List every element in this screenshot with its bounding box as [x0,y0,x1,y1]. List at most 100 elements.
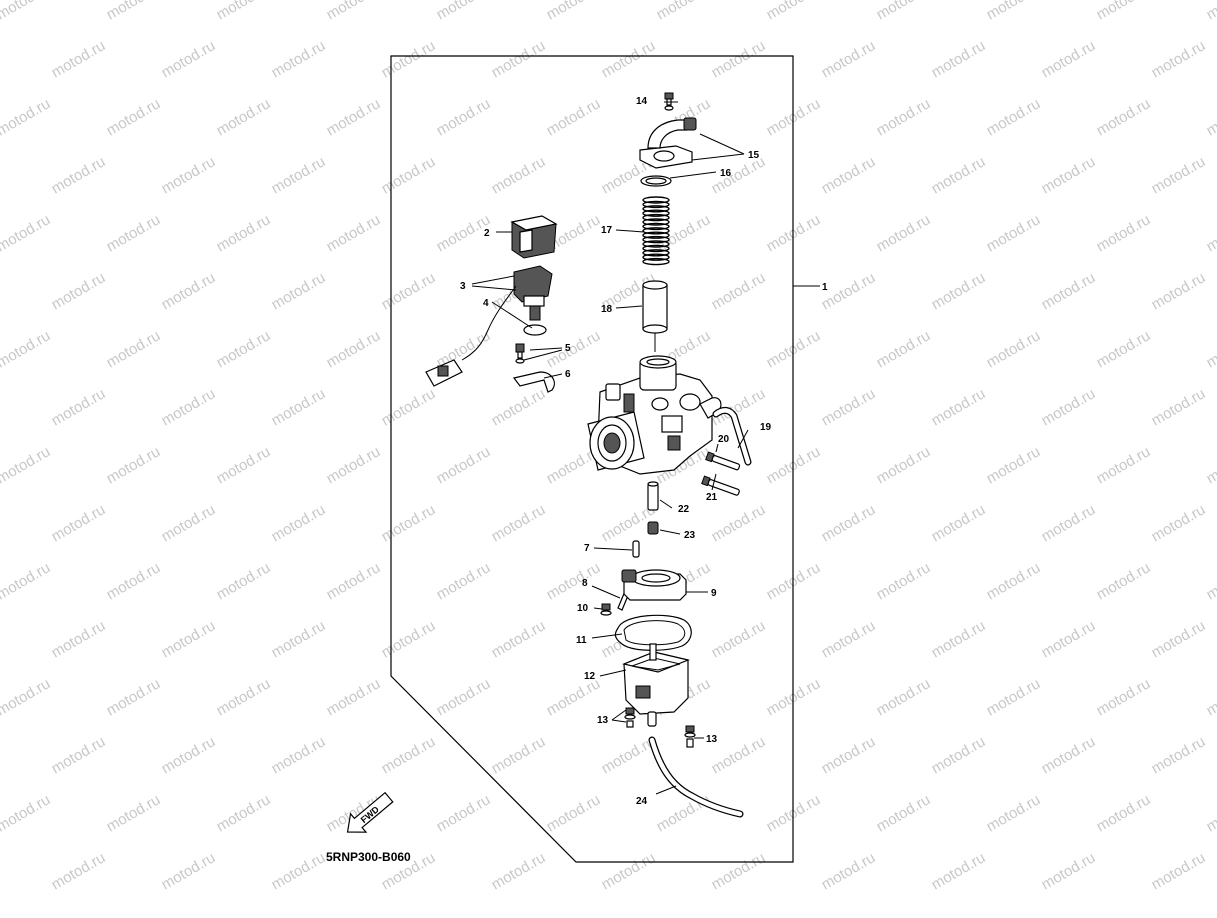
watermark-text: motod.ru [49,733,109,777]
watermark-text: motod.ru [709,617,769,661]
watermark-text: motod.ru [49,269,109,313]
watermark-text: motod.ru [159,733,219,777]
watermark-text: motod.ru [1149,153,1209,197]
callout-5: 5 [565,343,571,354]
watermark-text: motod.ru [1039,269,1099,313]
watermark-text: motod.ru [1149,733,1209,777]
callout-23: 23 [684,530,696,541]
watermark-text: motod.ru [929,37,989,81]
watermark-text: motod.ru [434,0,494,23]
watermark-text: motod.ru [379,733,439,777]
watermark-text: motod.ru [104,95,164,139]
watermark-text: motod.ru [379,269,439,313]
watermark-text: motod.ru [709,269,769,313]
watermark-text: motod.ru [49,849,109,893]
watermark-text: motod.ru [489,501,549,545]
callout-9: 9 [711,588,717,599]
callout-13-left: 13 [597,715,609,726]
watermark-text: motod.ru [324,0,384,23]
watermark-text: motod.ru [214,443,274,487]
watermark-text: motod.ru [874,443,934,487]
watermark-text: motod.ru [159,617,219,661]
watermark-text: motod.ru [874,95,934,139]
part-18-throttle-valve [643,281,667,352]
watermark-text: motod.ru [214,211,274,255]
watermark-text: motod.ru [269,849,329,893]
part-9-float [622,570,686,600]
watermark-text: motod.ru [709,37,769,81]
watermark-text: motod.ru [489,617,549,661]
watermark-text: motod.ru [324,443,384,487]
watermark-text: motod.ru [874,791,934,835]
watermark-text: motod.ru [489,849,549,893]
watermark-text: motod.ru [324,327,384,371]
callout-14: 14 [636,96,648,107]
watermark-text: motod.ru [874,559,934,603]
watermark-text: motod.ru [1204,211,1217,255]
watermark-text: motod.ru [1039,733,1099,777]
watermark-text: motod.ru [269,37,329,81]
part-13-screw-left [625,708,635,727]
part-22-needle-jet [648,482,658,510]
watermark-text: motod.ru [709,733,769,777]
watermark-text: motod.ru [0,211,53,255]
watermark-text: motod.ru [984,0,1044,23]
watermark-text: motod.ru [269,501,329,545]
watermark-text: motod.ru [434,443,494,487]
watermark-text: motod.ru [0,443,53,487]
watermark-text: motod.ru [1204,95,1217,139]
watermark-text: motod.ru [0,95,53,139]
watermark-text: motod.ru [104,675,164,719]
watermark-text: motod.ru [214,675,274,719]
part-17-spring [643,197,669,265]
watermark-text: motod.ru [104,0,164,23]
watermark-text: motod.ru [434,675,494,719]
part-5-screws [516,344,524,363]
watermark-text: motod.ru [1204,791,1217,835]
watermark-text: motod.ru [269,617,329,661]
part-15-cap [640,118,696,168]
watermark-text: motod.ru [984,791,1044,835]
diagram-code: 5RNP300-B060 [326,850,411,864]
watermark-text: motod.ru [709,501,769,545]
watermark-text: motod.ru [104,791,164,835]
watermark-text: motod.ru [49,153,109,197]
callout-1: 1 [822,282,828,293]
part-23-main-jet [648,522,658,534]
watermark-text: motod.ru [929,733,989,777]
watermark-text: motod.ru [269,385,329,429]
watermark-text: motod.ru [1094,95,1154,139]
watermark-text: motod.ru [379,153,439,197]
watermark-text: motod.ru [1204,443,1217,487]
watermark-text: motod.ru [379,385,439,429]
watermark-text: motod.ru [709,153,769,197]
watermark-text: motod.ru [764,0,824,23]
watermark-text: motod.ru [1204,0,1217,23]
watermark-text: motod.ru [929,269,989,313]
watermark-text: motod.ru [49,385,109,429]
watermark-text: motod.ru [1039,617,1099,661]
callout-2: 2 [484,228,490,239]
watermark-text: motod.ru [1094,0,1154,23]
watermark-text: motod.ru [544,95,604,139]
callout-17: 17 [601,225,613,236]
watermark-text: motod.ru [0,675,53,719]
watermark-text: motod.ru [1149,617,1209,661]
callout-4: 4 [483,298,489,309]
watermark-text: motod.ru [214,0,274,23]
watermark-text: motod.ru [1204,327,1217,371]
watermark-text: motod.ru [929,617,989,661]
watermark-text: motod.ru [159,37,219,81]
watermark-text: motod.ru [819,617,879,661]
watermark-text: motod.ru [269,153,329,197]
watermark-text: motod.ru [0,327,53,371]
watermark-text: motod.ru [929,153,989,197]
watermark-text: motod.ru [1094,791,1154,835]
part-20-screw [706,452,741,471]
callout-11: 11 [576,635,587,646]
watermark-text: motod.ru [1204,559,1217,603]
watermark-text: motod.ru [1204,675,1217,719]
watermark-text: motod.ru [214,327,274,371]
watermark-text: motod.ru [434,559,494,603]
watermark-text: motod.ru [544,791,604,835]
